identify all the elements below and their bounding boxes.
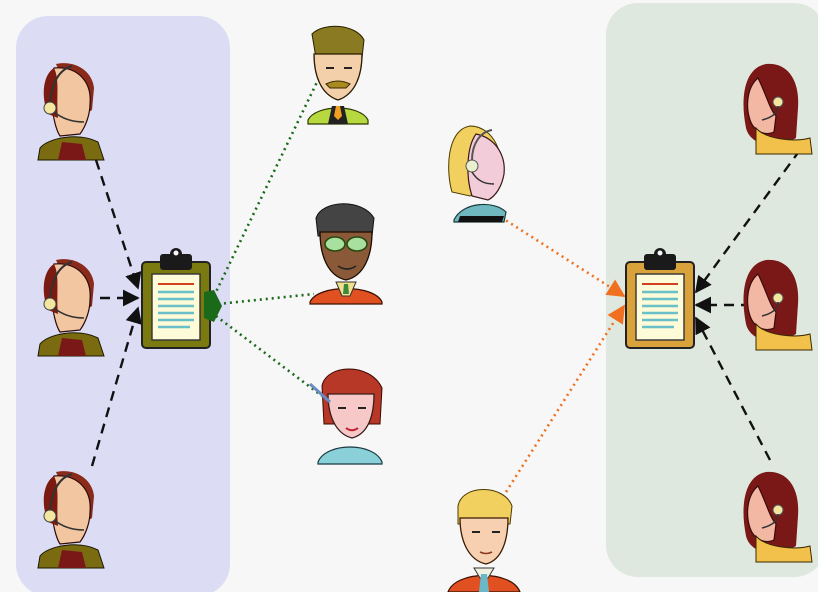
edge-top-agent-to-clipboard-left — [94, 159, 142, 290]
edge-blonde-agent-to-clipboard-right — [495, 212, 626, 298]
green-connector-diamond — [204, 290, 222, 322]
edge-top-female-agent-to-clipboard-right — [695, 149, 801, 294]
edge-blonde-man-to-clipboard-right — [504, 304, 626, 493]
person-mustache-man[interactable] — [307, 25, 369, 125]
edge-bottom-agent-to-clipboard-left — [90, 306, 142, 467]
edge-clipboard-left-to-glasses-man — [217, 292, 315, 306]
clipboard-left[interactable] — [140, 246, 212, 350]
edge-bottom-female-agent-to-clipboard-right — [694, 316, 772, 461]
person-woman-red-hair[interactable] — [308, 368, 383, 465]
clipboard-right[interactable] — [624, 246, 696, 350]
edge-clipboard-left-to-mustache-man — [212, 79, 320, 297]
agent-headset-female-blonde[interactable] — [448, 125, 507, 223]
person-glasses-man[interactable] — [309, 203, 383, 305]
edges — [90, 79, 801, 493]
edge-clipboard-left-to-red-hair-woman — [215, 314, 323, 398]
person-blonde-man[interactable] — [447, 489, 521, 592]
